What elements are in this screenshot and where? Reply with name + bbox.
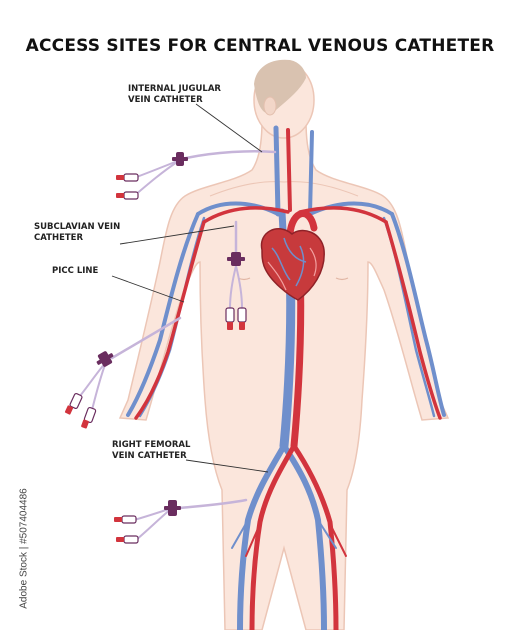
stock-credit-text: Adobe Stock | #507404486	[19, 484, 30, 614]
right-arm-vein-2	[384, 218, 434, 416]
stock-credit: Adobe Stock | #507404486	[14, 488, 26, 608]
carotid-artery	[288, 130, 290, 210]
label-femoral-catheter: RIGHT FEMORAL VEIN CATHETER	[112, 440, 190, 462]
internal-jugular-vein	[276, 128, 278, 214]
torso-outline	[120, 120, 448, 630]
leader-internal-jugular	[196, 104, 262, 152]
label-internal-jugular-catheter: INTERNAL JUGULAR VEIN CATHETER	[128, 84, 221, 106]
label-picc-line: PICC LINE	[52, 266, 98, 277]
label-subclavian-catheter: SUBCLAVIAN VEIN CATHETER	[34, 222, 120, 244]
external-jugular-vein	[310, 132, 312, 214]
ear	[264, 97, 276, 115]
